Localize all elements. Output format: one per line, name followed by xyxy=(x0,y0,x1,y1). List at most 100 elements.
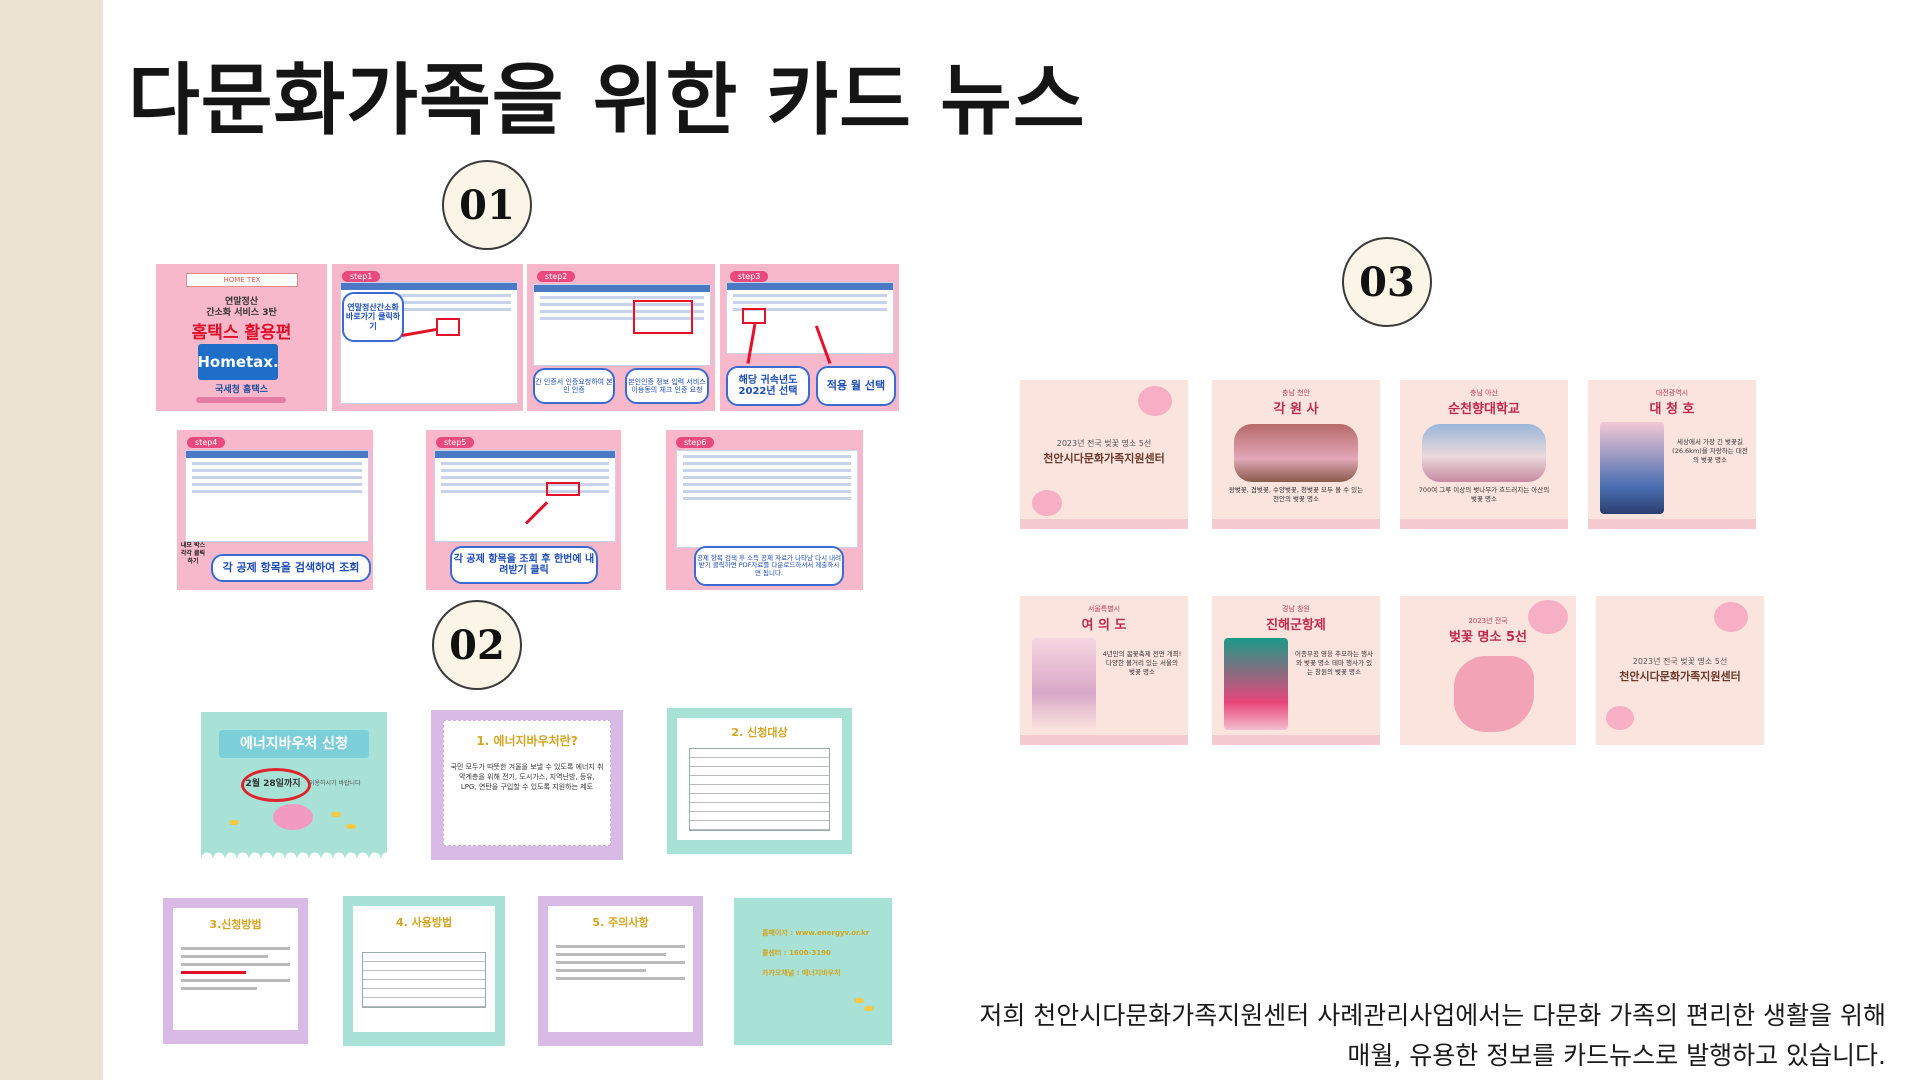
energy-card-cover[interactable]: 에너지바우처 신청 2월 28일까지 이용하시기 바랍니다 xyxy=(201,712,387,858)
step-tag: step6 xyxy=(676,437,715,448)
blossom-region: 서울특별시 xyxy=(1087,605,1121,613)
step3-bubble-right: 적용 월 선택 xyxy=(816,366,896,406)
energy-card-apply[interactable]: 3.신청방법 xyxy=(163,898,308,1044)
blossom-cover-title: 천안시다문화가족지원센터 xyxy=(1043,452,1165,465)
piggy-bank-icon xyxy=(273,804,313,830)
hometax-step1-card[interactable]: step1 연말정산간소화 바로가기 클릭하기 xyxy=(332,264,523,411)
section-description: 저희 천안시다문화가족지원센터 사례관리사업에서는 다문화 가족의 편리한 생활… xyxy=(886,996,1886,1076)
card-footer-strip xyxy=(1020,735,1188,745)
step2-screenshot xyxy=(533,284,711,366)
blossom-card-jinhae[interactable]: 경남 창원 진해군항제 어종무공 영웅 추모하는 행사와 벚꽃 명소 테마 행사… xyxy=(1212,596,1380,745)
blossom-icon xyxy=(1138,386,1172,416)
energy-card-caution[interactable]: 5. 주의사항 xyxy=(538,896,703,1046)
center-logo-icon xyxy=(196,397,286,403)
energy-caution-title: 5. 주의사항 xyxy=(592,916,649,929)
hometax-step2-card[interactable]: step2 간 인증서 인증요청하여 본인 인증 본인인증 정보 입력 서비스 … xyxy=(527,264,715,411)
energy-what-title: 1. 에너지바우처란? xyxy=(476,734,578,748)
step1-highlight xyxy=(436,318,460,336)
step-tag: step3 xyxy=(730,271,769,282)
blossom-poster xyxy=(1600,422,1664,514)
left-decorative-band xyxy=(0,0,103,1080)
hometax-step3-card[interactable]: step3 해당 귀속년도 2022년 선택 적용 월 선택 xyxy=(720,264,899,411)
blossom-icon xyxy=(1528,600,1568,634)
energy-apply-text xyxy=(181,942,290,995)
card-footer-strip xyxy=(1212,735,1380,745)
blossom-photo xyxy=(1234,424,1358,482)
blossom-card-map[interactable]: 2023년 전국 벚꽃 명소 5선 xyxy=(1400,596,1576,745)
blossom-title: 진해군항제 xyxy=(1266,618,1326,633)
energy-card-what[interactable]: 1. 에너지바우처란? 국민 모두가 따뜻한 겨울을 보낼 수 있도록 에너지 … xyxy=(431,710,623,860)
step2-bubble-left: 간 인증서 인증요청하여 본인 인증 xyxy=(533,368,615,404)
hometax-step5-card[interactable]: step5 각 공제 항목을 조회 후 한번에 내려받기 클릭 xyxy=(426,430,621,590)
step6-bubble: 공제 항목 검색 후 소득 공제 자료가 나타남 다시 내려 받기 클릭하면 P… xyxy=(694,546,844,586)
blossom-body: 700여 그루 이상의 벚나무가 흐드러지는 아산의 벚꽃 명소 xyxy=(1418,486,1550,503)
step5-screenshot xyxy=(434,450,616,542)
step3-bubble-left: 해당 귀속년도 2022년 선택 xyxy=(726,366,810,406)
card-footer-strip xyxy=(1588,519,1756,529)
blossom-card-cover[interactable]: 2023년 전국 벚꽃 명소 5선 천안시다문화가족지원센터 xyxy=(1020,380,1188,529)
usage-table xyxy=(362,952,486,1008)
blossom-closing-year: 2023년 전국 벚꽃 명소 5선 xyxy=(1632,657,1728,666)
hometax-step4-card[interactable]: step4 내모 박스 각각 클릭하기 각 공제 항목을 검색하여 조회 xyxy=(177,430,373,590)
blossom-card-daecheongho[interactable]: 대전광역시 대 청 호 세상에서 가장 긴 벚꽃길(26.6km)을 자랑하는 … xyxy=(1588,380,1756,529)
blossom-card-soonchunhyang[interactable]: 충남 아산 순천향대학교 700여 그루 이상의 벚나무가 흐드러지는 아산의 … xyxy=(1400,380,1568,529)
blossom-poster xyxy=(1224,638,1288,730)
blossom-title: 순천향대학교 xyxy=(1448,402,1520,417)
step-tag: step5 xyxy=(436,437,475,448)
blossom-title: 대 청 호 xyxy=(1649,402,1695,417)
energy-contact-url: 홈페이지 : www.energyv.or.kr xyxy=(762,929,870,937)
card-footer-strip xyxy=(1212,519,1380,529)
blossom-card-gakwonsa[interactable]: 충남 천안 각 원 사 왕벚꽃, 겹벚꽃, 수양벚꽃, 청벚꽃 모두 볼 수 있… xyxy=(1212,380,1380,529)
step-tag: step4 xyxy=(187,437,226,448)
energy-deadline-note: 이용하시기 바랍니다 xyxy=(309,780,361,787)
hometax-cover-title: 홈택스 활용편 xyxy=(191,323,292,343)
hometax-logo-caption: 국세청 홈택스 xyxy=(215,385,268,395)
energy-card-target[interactable]: 2. 신청대상 xyxy=(667,708,852,854)
blossom-cover-year: 2023년 전국 벚꽃 명소 5선 xyxy=(1056,439,1152,448)
energy-deadline: 2월 28일까지 xyxy=(245,779,301,789)
scallop-edge xyxy=(201,848,387,858)
energy-card-panel xyxy=(353,906,495,1032)
energy-target-title: 2. 신청대상 xyxy=(731,726,788,739)
energy-card-contact[interactable]: 홈페이지 : www.energyv.or.kr 콜센터 : 1600-3190… xyxy=(734,898,892,1045)
energy-what-body: 국민 모두가 따뜻한 겨울을 보낼 수 있도록 에너지 취약계층을 위해 전기,… xyxy=(450,763,604,791)
hometax-subtitle-1: 연말정산 xyxy=(224,297,259,307)
coin-icon xyxy=(331,812,341,817)
blossom-closing-title: 천안시다문화가족지원센터 xyxy=(1619,670,1741,683)
deadline-highlight-oval xyxy=(241,768,311,802)
blossom-card-yeouido[interactable]: 서울특별시 여 의 도 4년만의 봄꽃축제 전면 개최! 다양한 볼거리 있는 … xyxy=(1020,596,1188,745)
energy-card-usage[interactable]: 4. 사용방법 xyxy=(343,896,505,1046)
description-line-2: 매월, 유용한 정보를 카드뉴스로 발행하고 있습니다. xyxy=(1347,1041,1886,1070)
blossom-region: 충남 아산 xyxy=(1470,389,1498,397)
step1-bubble: 연말정산간소화 바로가기 클릭하기 xyxy=(342,292,404,342)
coin-icon xyxy=(864,1006,874,1011)
blossom-poster xyxy=(1032,638,1096,730)
blossom-title: 각 원 사 xyxy=(1273,402,1319,417)
blossom-region: 충남 천안 xyxy=(1282,389,1310,397)
blossom-title: 여 의 도 xyxy=(1081,618,1127,633)
section-number-01: 01 xyxy=(442,160,532,250)
energy-contact-phone: 콜센터 : 1600-3190 xyxy=(762,949,831,957)
step3-highlight-year xyxy=(742,308,766,324)
description-line-1: 저희 천안시다문화가족지원센터 사례관리사업에서는 다문화 가족의 편리한 생활… xyxy=(979,1001,1886,1030)
step4-side-note: 내모 박스 각각 클릭하기 xyxy=(180,542,206,565)
coin-icon xyxy=(854,998,864,1003)
blossom-photo xyxy=(1422,424,1546,482)
section-number-03: 03 xyxy=(1342,237,1432,327)
energy-contact-kakao: 카카오채널 : 에너지바우처 xyxy=(762,969,841,977)
blossom-body: 세상에서 가장 긴 벚꽃길(26.6km)을 자랑하는 대전의 벚꽃 명소 xyxy=(1672,438,1748,464)
energy-caution-text xyxy=(556,940,685,985)
blossom-map-year: 2023년 전국 xyxy=(1468,617,1508,625)
hometax-cover-card[interactable]: HOME TEX 연말정산 간소화 서비스 3탄 홈택스 활용편 Hometax… xyxy=(156,264,327,411)
blossom-body: 4년만의 봄꽃축제 전면 개최! 다양한 볼거리 있는 서울의 벚꽃 명소 xyxy=(1102,650,1182,676)
blossom-body: 왕벚꽃, 겹벚꽃, 수양벚꽃, 청벚꽃 모두 볼 수 있는 천안의 벚꽃 명소 xyxy=(1228,486,1364,503)
energy-apply-title: 3.신청방법 xyxy=(209,918,262,931)
blossom-body: 어종무공 영웅 추모하는 행사와 벚꽃 명소 테마 행사가 있는 창원의 벚꽃 … xyxy=(1295,650,1373,676)
step5-highlight xyxy=(546,482,580,496)
blossom-card-closing[interactable]: 2023년 전국 벚꽃 명소 5선 천안시다문화가족지원센터 xyxy=(1596,596,1764,745)
hometax-logo: Hometax. xyxy=(197,344,279,380)
hometax-step6-card[interactable]: step6 공제 항목 검색 후 소득 공제 자료가 나타남 다시 내려 받기 … xyxy=(666,430,863,590)
card-footer-strip xyxy=(1400,519,1568,529)
energy-card-panel xyxy=(173,908,298,1030)
step3-screenshot xyxy=(726,282,894,354)
